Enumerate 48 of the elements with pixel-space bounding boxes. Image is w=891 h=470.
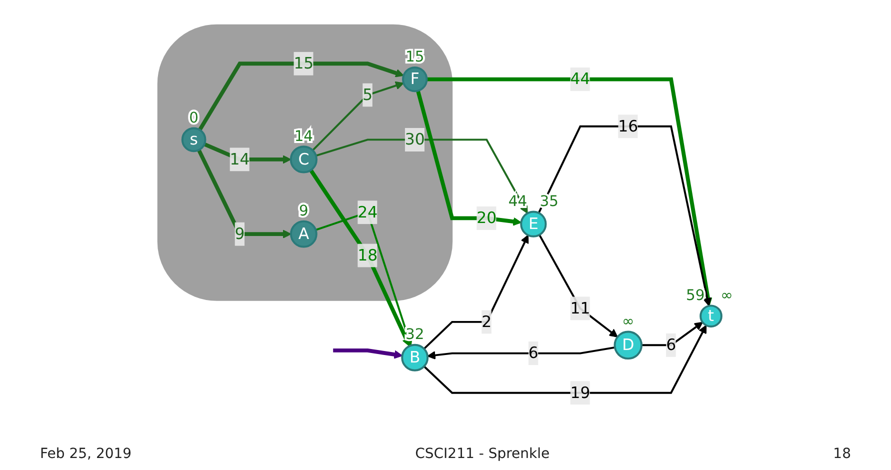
arrow	[538, 234, 618, 338]
arrow	[424, 325, 707, 394]
edge-label: 20	[476, 208, 497, 228]
arrow	[538, 126, 712, 307]
arrow	[427, 346, 616, 360]
distance-label: 9	[299, 202, 309, 220]
node-circle: E	[520, 211, 547, 238]
arrow	[198, 62, 404, 132]
arrow	[197, 149, 292, 239]
edge-label: 11	[570, 298, 590, 318]
edge-label: 19	[570, 383, 590, 402]
edge-label: 6	[666, 336, 676, 354]
edge-label: 18	[358, 246, 378, 265]
arrow	[426, 78, 712, 306]
page-number: 18	[833, 446, 851, 462]
arrow	[312, 82, 404, 152]
node-circle: D	[614, 331, 643, 360]
distance-label: ∞	[622, 313, 634, 330]
distance-label: ∞	[720, 287, 733, 304]
arrow	[333, 348, 403, 360]
arrow	[416, 90, 522, 226]
node-circle: C	[290, 146, 318, 174]
node-circle: F	[402, 66, 428, 92]
footer-text: CSCI211 - Sprenkle	[415, 446, 550, 462]
node-circle: t	[700, 304, 723, 328]
arrow	[642, 322, 704, 346]
arrow	[424, 235, 529, 350]
edge-label: 14	[230, 150, 250, 169]
distance-label: 59	[686, 287, 705, 304]
node-circle: s	[182, 128, 206, 152]
edge-label: 30	[405, 130, 425, 149]
node-circle: B	[401, 344, 429, 372]
edge-label: 2	[482, 312, 492, 332]
arrow	[204, 142, 292, 164]
edge-label: 24	[358, 202, 378, 222]
arrow	[316, 138, 528, 214]
distance-label: 0	[189, 110, 199, 127]
edge-label: 5	[362, 85, 373, 104]
edge-label: 9	[234, 224, 245, 244]
distance-label: 15	[406, 48, 424, 66]
edge-label: 16	[618, 116, 638, 136]
arrow	[309, 169, 410, 347]
edge-label: 6	[528, 344, 539, 362]
distance-label: 14	[294, 128, 314, 145]
footer-text: Feb 25, 2019	[40, 446, 132, 462]
edge-label: 44	[570, 70, 590, 88]
node-circle: A	[290, 220, 318, 248]
edge-label: 15	[294, 54, 314, 73]
